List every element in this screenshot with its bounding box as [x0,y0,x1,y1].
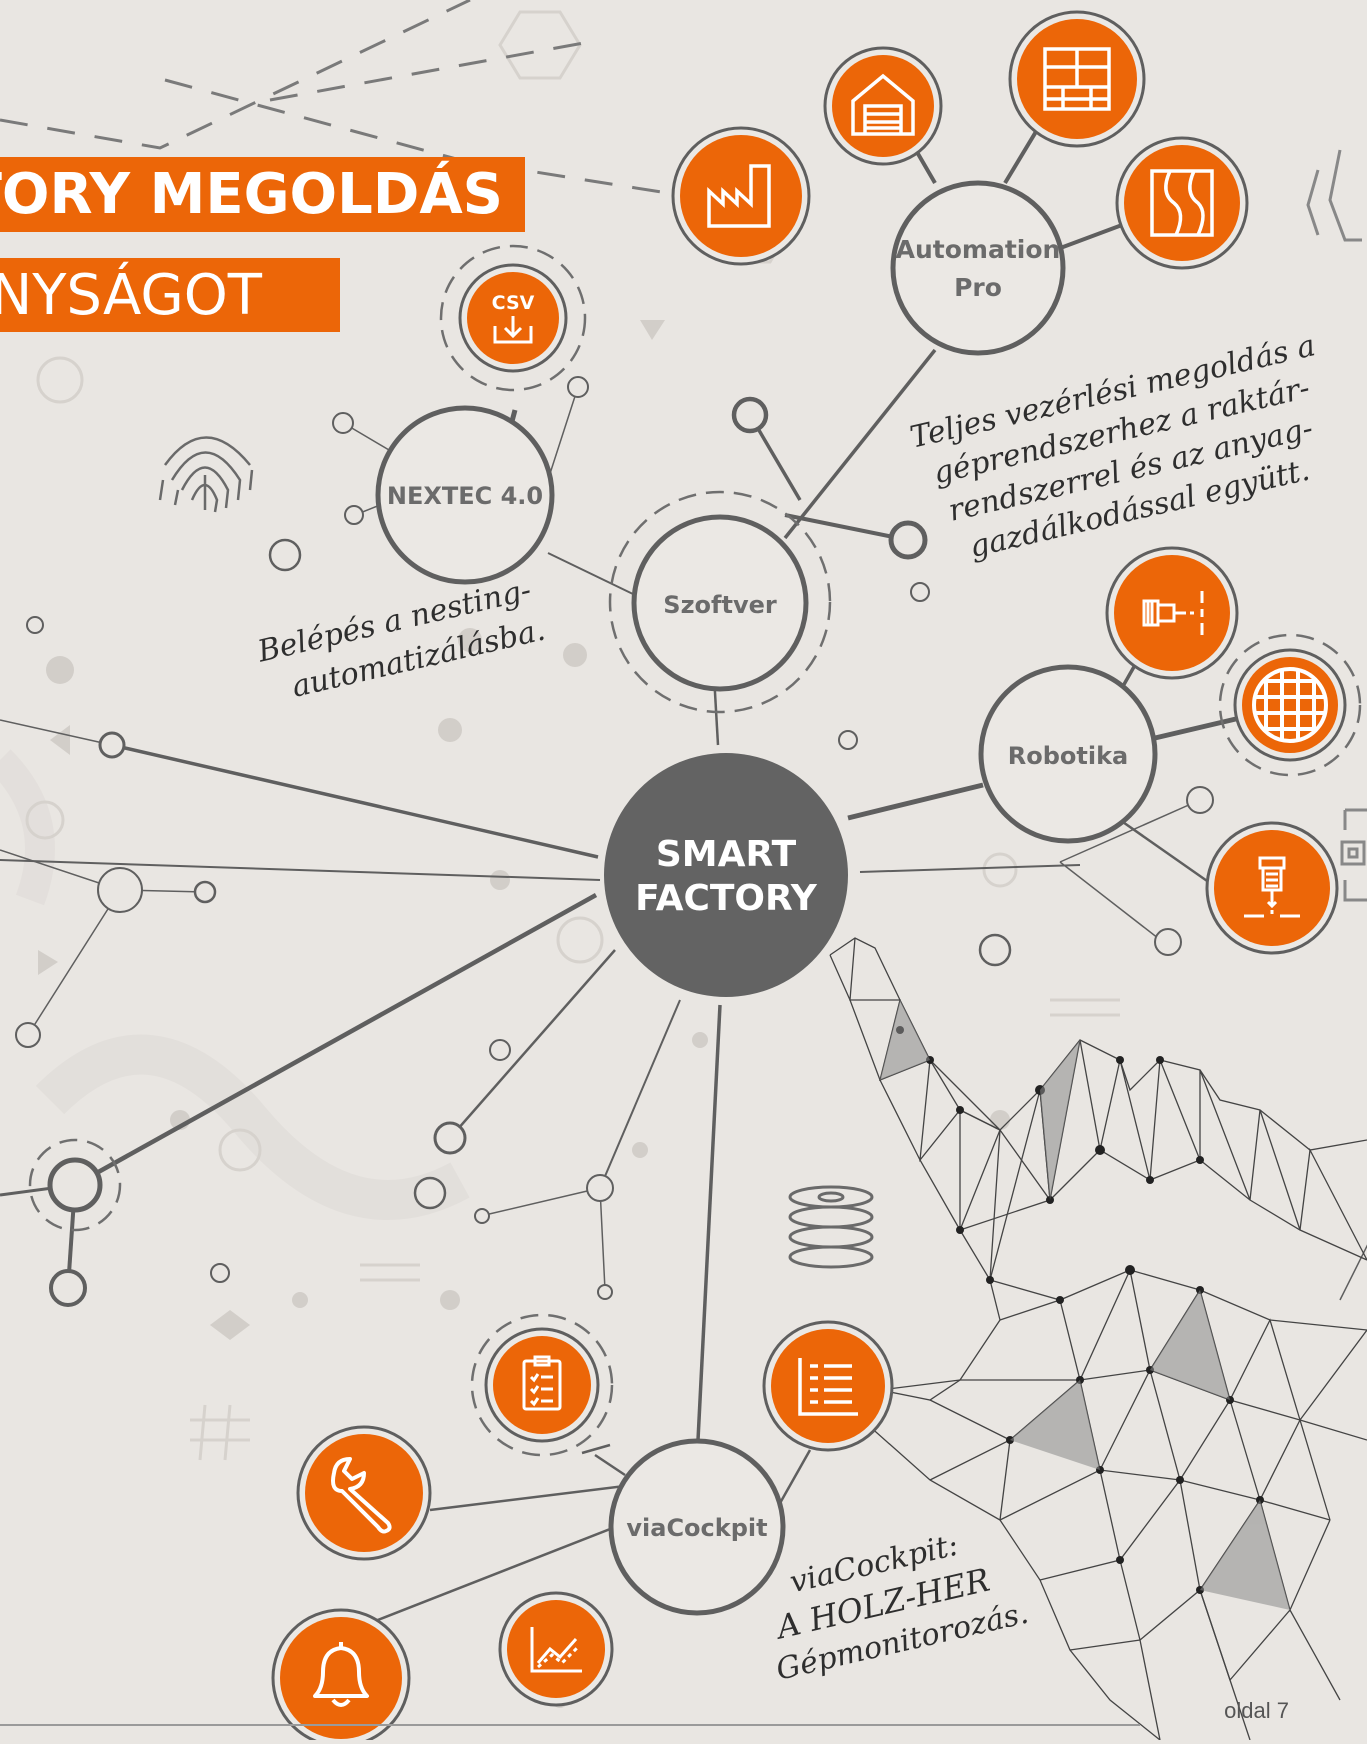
footer-rule [0,1724,1140,1726]
checklist-badge[interactable] [484,1327,600,1443]
spindle-icon [1142,591,1204,635]
download-icon [493,316,533,344]
subheadline-text: ONYSÁGOT [0,263,262,328]
nextec-label: NEXTEC 4.0 [387,482,543,510]
note-nesting: Belépés a nesting- automatizálásba. [254,573,549,705]
fingerprint-icon [158,436,254,513]
wrench-icon [331,1457,392,1534]
node-nextec[interactable]: NEXTEC 4.0 [375,405,555,585]
automation-pro-label-1: Automation [896,235,1061,264]
automation-pro-label-2: Pro [954,273,1002,302]
szoftver-label: Szoftver [663,591,777,619]
csv-badge[interactable]: CSV [458,263,568,373]
warehouse-icon [851,73,915,136]
headline-banner: TORY MEGOLDÁS [0,157,525,232]
drill-badge[interactable] [1205,821,1339,955]
database-icon [788,1185,874,1269]
note-automation: Teljes vezérlési megoldás a géprendszerh… [907,328,1319,565]
hub-label-1: SMART [656,834,797,875]
bell-badge[interactable] [271,1608,411,1744]
connector-circles [15,376,1214,1307]
node-automation-pro[interactable]: Automation Pro [890,180,1066,356]
panel-badge[interactable] [1115,136,1249,270]
node-viacockpit[interactable]: viaCockpit [608,1438,786,1616]
bell-icon [313,1642,369,1707]
node-szoftver[interactable]: Szoftver [631,514,809,692]
viacockpit-label: viaCockpit [626,1514,767,1542]
note-viacockpit: viaCockpit: A HOLZ-HER Gépmonitorozás. [770,1528,1031,1688]
line-chart-icon [530,1627,582,1673]
grid-icon [1252,667,1328,743]
node-robotika[interactable]: Robotika [978,664,1158,844]
drill-icon [1244,856,1300,918]
background-decor [0,10,1197,1461]
right-edge-icon [1306,149,1367,902]
chart-badge[interactable] [498,1591,614,1707]
page-number: oldal 7 [1224,1698,1289,1723]
csv-icon-label: CSV [492,292,535,314]
smart-factory-hub[interactable]: SMART FACTORY [604,753,848,997]
shelving-badge[interactable] [1008,10,1146,148]
checklist-icon [522,1355,562,1411]
hub-label-2: FACTORY [635,878,818,919]
list-badge[interactable] [762,1320,894,1452]
polygon-hand-shading [880,1000,1290,1610]
factory-icon [707,164,771,228]
spindle-badge[interactable] [1105,546,1239,680]
dashed-rings [28,244,1362,1457]
list-icon [798,1358,858,1416]
subheadline-banner: ONYSÁGOT [0,258,340,332]
wrench-badge[interactable] [296,1425,432,1561]
shelving-icon [1043,47,1111,111]
panel-icon [1150,169,1214,237]
grid-badge[interactable] [1233,648,1347,762]
background-dots [38,320,1010,1708]
factory-badge[interactable] [671,126,811,266]
warehouse-badge[interactable] [823,46,943,166]
headline-text: TORY MEGOLDÁS [0,162,503,227]
polygon-hand-nodes [896,1026,1264,1594]
robotika-label: Robotika [1008,742,1129,770]
